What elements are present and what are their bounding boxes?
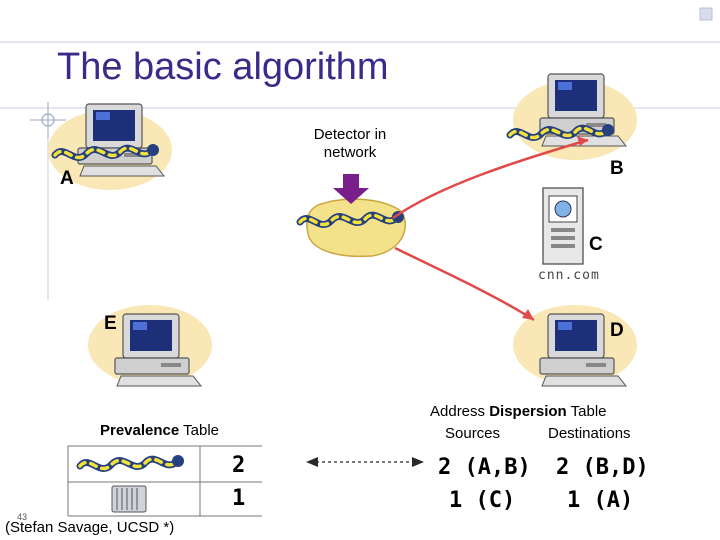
server-rack-icon <box>111 485 147 513</box>
server-c <box>542 187 584 265</box>
dispersion-sources-row1: 2 (A,B) <box>438 455 531 480</box>
prevalence-table-title: Prevalence Table <box>100 422 219 440</box>
server-caption: cnn.com <box>538 268 600 283</box>
dispersion-table-title: Address Dispersion Table <box>430 403 607 421</box>
host-label-a: A <box>60 168 74 189</box>
dispersion-title-bold: Dispersion <box>489 403 567 420</box>
column-destinations: Destinations <box>548 425 631 442</box>
prevalence-title-bold: Prevalence <box>100 422 180 439</box>
credit-text: (Stefan Savage, UCSD *) <box>5 519 175 536</box>
host-label-b: B <box>610 158 624 179</box>
host-e <box>88 305 212 387</box>
host-label-e: E <box>104 313 117 334</box>
detector-label: Detector in network <box>290 126 410 162</box>
dispersion-destinations-row1: 2 (B,D) <box>556 455 649 480</box>
mapping-arrow <box>306 457 424 467</box>
prevalence-title-rest: Table <box>179 422 219 439</box>
slide-number: 43 <box>17 512 28 522</box>
infection-arrows <box>392 136 589 322</box>
host-a <box>48 103 172 190</box>
host-d <box>513 305 637 387</box>
host-label-c: C <box>589 234 603 255</box>
dispersion-title-end: Table <box>566 403 607 420</box>
column-sources: Sources <box>445 425 501 442</box>
dispersion-title-start: Address <box>430 403 490 420</box>
prevalence-count-row1: 2 <box>232 453 246 478</box>
slide-title: The basic algorithm <box>57 46 389 88</box>
detector-arrow <box>333 174 369 204</box>
dispersion-sources-row2: 1 (C) <box>449 488 516 513</box>
detector-label-line2: network <box>323 144 377 161</box>
host-b <box>510 73 637 160</box>
detector-blob <box>300 198 405 258</box>
dispersion-destinations-row2: 1 (A) <box>567 488 634 513</box>
prevalence-count-row2: 1 <box>232 486 246 511</box>
host-label-d: D <box>610 320 624 341</box>
detector-label-line1: Detector in <box>313 126 387 143</box>
worm-icon <box>80 455 184 469</box>
prevalence-table-grid <box>67 445 262 517</box>
